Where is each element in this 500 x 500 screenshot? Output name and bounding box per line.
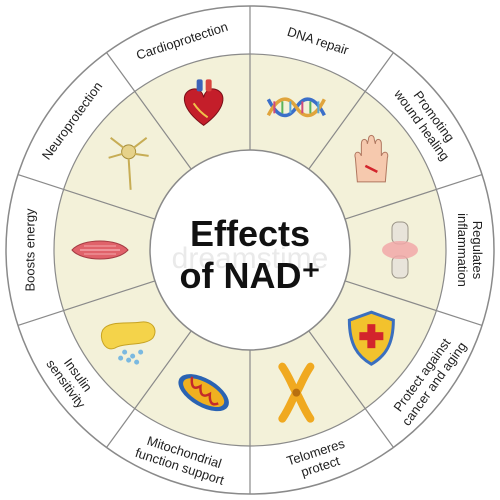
- segment-divider: [344, 280, 483, 326]
- segment-label: Boosts energy: [23, 208, 38, 292]
- wounded-hand-icon: [354, 134, 389, 183]
- icons-layer: [71, 79, 418, 423]
- watermark: dreamstime: [172, 242, 329, 275]
- segment-label-line: inflammation: [455, 213, 470, 287]
- dna-icon: [266, 97, 326, 118]
- center-title-line1: Effects: [190, 213, 310, 254]
- muscle-icon: [71, 240, 129, 260]
- knee-joint-icon: [382, 221, 418, 279]
- pancreas-icon: [100, 321, 156, 365]
- segment-label-line: Regulates: [470, 221, 485, 280]
- segment-divider: [106, 52, 192, 170]
- segment-divider: [17, 174, 156, 220]
- segment-divider: [344, 174, 483, 220]
- segment-band: [250, 54, 366, 170]
- mitochondria-icon: [178, 374, 229, 412]
- center-circle: [149, 149, 351, 351]
- segment-divider: [308, 52, 394, 170]
- dividers-layer: [17, 6, 483, 494]
- segment-label-line: Boosts energy: [23, 208, 38, 292]
- heart-icon: [183, 79, 224, 126]
- center-title-line2: of NAD⁺: [180, 255, 321, 296]
- chromosome-icon: [278, 362, 315, 423]
- shield-cross-icon: [347, 310, 395, 366]
- segment-divider: [308, 330, 394, 448]
- neuron-icon: [108, 137, 149, 190]
- segment-divider: [17, 280, 156, 326]
- segment-divider: [106, 330, 192, 448]
